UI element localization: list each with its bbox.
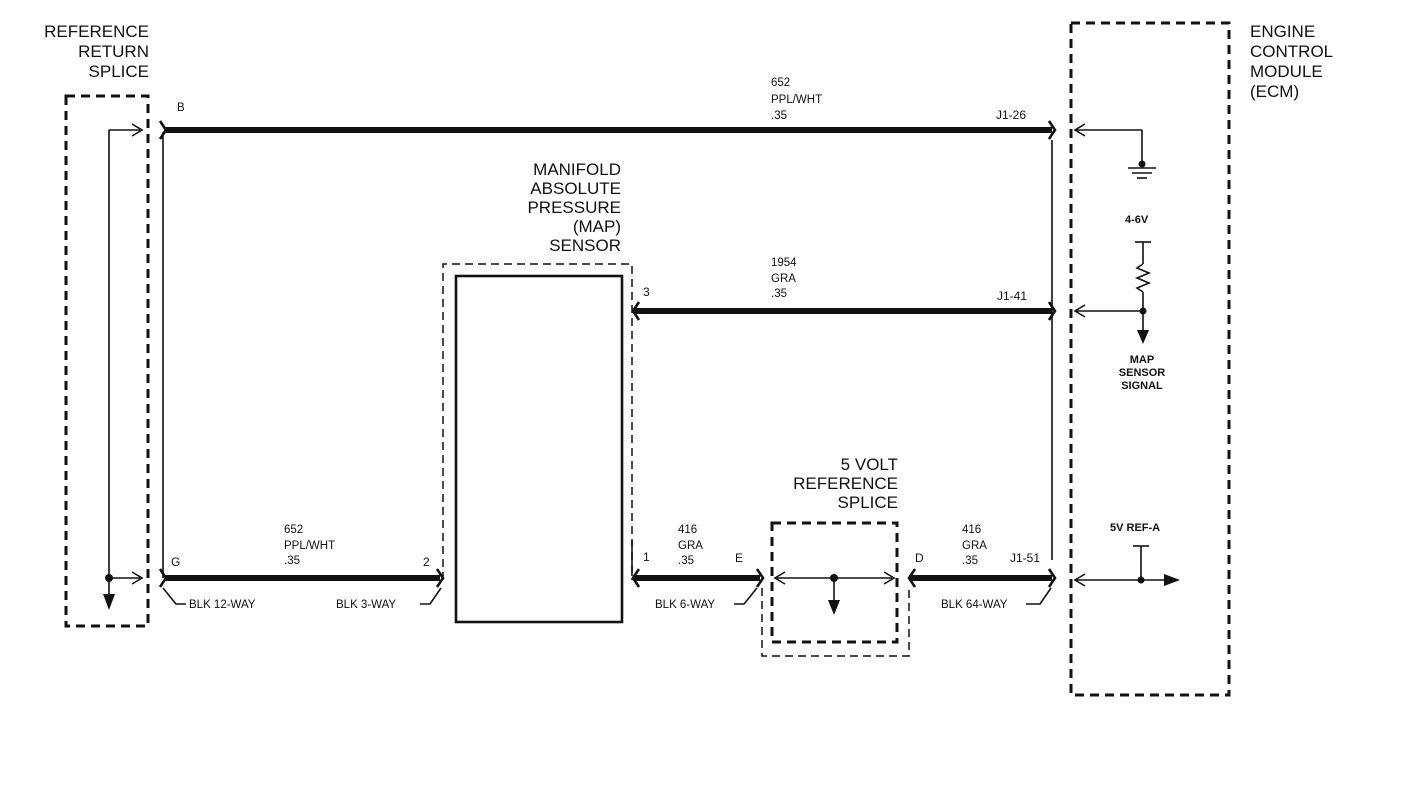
ecm-box <box>1069 21 1231 697</box>
five-v-splice-outline <box>761 588 910 657</box>
ecm-ground-node <box>1138 160 1146 168</box>
ecm-signal-label-1: MAP <box>1130 354 1154 366</box>
blk12-leader <box>162 587 186 605</box>
wire-ref-416-left: 416 GRA .35 BLK 6-WAY <box>631 524 765 611</box>
ecm-title-3: MODULE <box>1250 62 1323 81</box>
five-v-splice-box <box>770 521 899 644</box>
map-title-4: (MAP) <box>573 217 621 236</box>
map-pin-1: 1 <box>643 550 650 564</box>
wire-ref-right-color: GRA <box>962 540 987 552</box>
blk3-leader <box>420 587 442 605</box>
wire-top-652: 652 PPL/WHT .35 J1-26 <box>158 77 1057 140</box>
wire-signal-ecm-pin: J1-41 <box>997 289 1027 303</box>
wire-top-circuit: 652 <box>771 77 790 89</box>
ecm-signal-arrow-icon <box>1137 330 1149 344</box>
pin-d-label: D <box>915 551 924 565</box>
map-sensor: MANIFOLD ABSOLUTE PRESSURE (MAP) SENSOR … <box>423 160 650 624</box>
ecm-j126-arrow-icon <box>1073 123 1086 137</box>
conn-b-left-icon <box>158 120 168 140</box>
ground-arrow-icon <box>103 594 115 610</box>
conn-map-3-icon <box>631 301 641 321</box>
ecm-signal-label-2: SENSOR <box>1119 367 1166 379</box>
ecm-signal-label-3: SIGNAL <box>1121 380 1163 392</box>
ecm-title-4: (ECM) <box>1250 82 1299 101</box>
ecm-ref-label: 5V REF-A <box>1110 522 1160 534</box>
reference-return-splice: REFERENCE RETURN SPLICE B G <box>44 22 185 628</box>
wire-ref-left-gauge: .35 <box>678 555 694 567</box>
wire-signal-gauge: .35 <box>771 288 787 300</box>
map-sensor-outline <box>442 263 633 580</box>
conn-j126-icon <box>1047 120 1057 140</box>
map-sensor-body <box>454 274 624 624</box>
map-title-5: SENSOR <box>549 236 621 255</box>
map-pin-2: 2 <box>423 555 430 569</box>
ecm-title-1: ENGINE <box>1250 22 1315 41</box>
blk3-label: BLK 3-WAY <box>336 599 396 611</box>
wire-ref-left-color: GRA <box>678 540 703 552</box>
wire-ref-right-gauge: .35 <box>962 555 978 567</box>
wire-ground-gauge: .35 <box>284 555 300 567</box>
ecm-voltage-label: 4-6V <box>1125 214 1149 226</box>
map-pin-3: 3 <box>643 285 650 299</box>
wire-ref-right-circuit: 416 <box>962 524 981 536</box>
splice-node <box>105 574 113 582</box>
ecm-ref-out-arrow-icon <box>1164 574 1180 586</box>
conn-map-1-icon <box>631 568 641 588</box>
splice-arrow-top-icon <box>131 123 144 137</box>
five-v-arrow-right-icon <box>883 571 896 585</box>
chassis-ground-icon <box>1128 167 1156 179</box>
conn-j151-icon <box>1047 568 1057 588</box>
ecm-j141-arrow-icon <box>1073 304 1086 318</box>
map-title-1: MANIFOLD <box>533 160 621 179</box>
ecm-title-2: CONTROL <box>1250 42 1333 61</box>
conn-j141-icon <box>1047 301 1057 321</box>
ref-return-title-3: SPLICE <box>89 62 149 81</box>
resistor-icon <box>1134 263 1152 293</box>
five-v-title-2: REFERENCE <box>793 474 898 493</box>
blk6-leader <box>734 587 758 605</box>
map-title-2: ABSOLUTE <box>530 179 621 198</box>
pin-e-label: E <box>735 551 743 565</box>
wire-ground-circuit: 652 <box>284 524 303 536</box>
ref-return-splice-box <box>64 94 150 628</box>
conn-g-icon <box>158 568 168 588</box>
conn-d-icon <box>907 568 917 588</box>
splice-arrow-bottom-icon <box>131 571 144 585</box>
five-v-title-1: 5 VOLT <box>841 455 898 474</box>
five-v-arrow-left-icon <box>773 571 786 585</box>
ref-return-title-1: REFERENCE <box>44 22 149 41</box>
blk64-leader <box>1026 587 1052 605</box>
conn-e-icon <box>755 568 765 588</box>
blk12-label: BLK 12-WAY <box>189 599 256 611</box>
five-v-down-arrow-icon <box>828 600 840 615</box>
wire-top-gauge: .35 <box>771 110 787 122</box>
ref-return-title-2: RETURN <box>78 42 149 61</box>
wire-ref-right-ecm-pin: J1-51 <box>1010 551 1040 565</box>
pin-g-label: G <box>171 555 180 569</box>
wire-top-color: PPL/WHT <box>771 94 822 106</box>
blk64-label: BLK 64-WAY <box>941 599 1008 611</box>
engine-control-module: ENGINE CONTROL MODULE (ECM) 4-6V MAP SEN… <box>1069 21 1333 697</box>
wire-ref-416-right: 416 GRA .35 J1-51 BLK 64-WAY <box>907 524 1057 611</box>
wire-ground-652: 652 PPL/WHT .35 BLK 12-WAY BLK 3-WAY <box>158 524 445 611</box>
map-title-3: PRESSURE <box>527 198 621 217</box>
blk6-label: BLK 6-WAY <box>655 599 715 611</box>
wire-signal-color: GRA <box>771 273 796 285</box>
wire-signal-circuit: 1954 <box>771 257 797 269</box>
five-volt-reference-splice: 5 VOLT REFERENCE SPLICE E D <box>735 455 924 657</box>
wire-ground-color: PPL/WHT <box>284 540 335 552</box>
wire-ref-left-circuit: 416 <box>678 524 697 536</box>
five-v-title-3: SPLICE <box>838 493 898 512</box>
ecm-j151-arrow-icon <box>1073 573 1086 587</box>
conn-map-2-icon <box>435 568 445 588</box>
wire-top-ecm-pin: J1-26 <box>996 108 1026 122</box>
wire-signal-1954: 1954 GRA .35 J1-41 <box>631 257 1057 321</box>
pin-b-label: B <box>177 102 185 114</box>
